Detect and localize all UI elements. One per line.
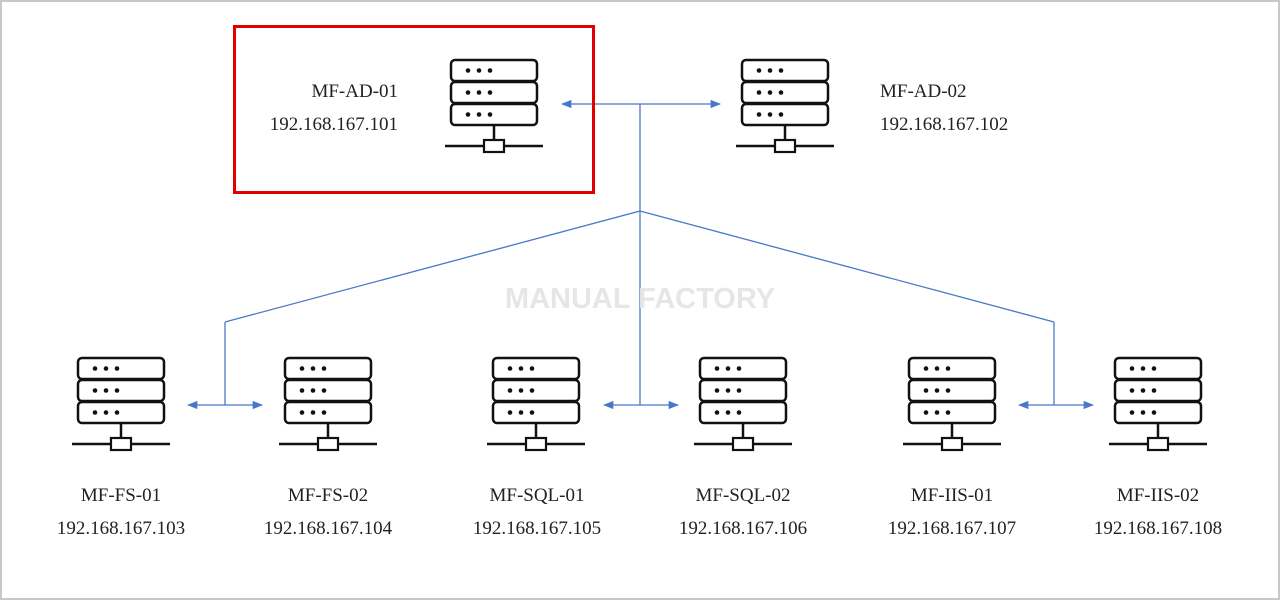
watermark-text: MANUAL FACTORY (504, 283, 776, 315)
server-name-ad02: MF-AD-02 (880, 81, 967, 102)
server-name-iis02: MF-IIS-02 (1116, 485, 1200, 506)
server-ip-fs02: 192.168.167.104 (263, 518, 393, 539)
server-icons (72, 58, 1207, 452)
server-name-fs02: MF-FS-02 (287, 485, 369, 506)
server-icon-ad01 (445, 58, 543, 154)
server-ip-fs01: 192.168.167.103 (56, 518, 186, 539)
server-ip-ad01: 192.168.167.101 (269, 114, 398, 135)
highlight-box (233, 25, 595, 194)
server-icon-fs02 (279, 356, 377, 452)
connector-branch-left (224, 210, 641, 323)
server-name-fs01: MF-FS-01 (80, 485, 162, 506)
server-ip-sql02: 192.168.167.106 (678, 518, 808, 539)
server-icon-iis01 (903, 356, 1001, 452)
connector-lines (186, 99, 1095, 410)
server-name-iis01: MF-IIS-01 (910, 485, 994, 506)
server-icon-sql01 (487, 356, 585, 452)
server-icon-sql02 (694, 356, 792, 452)
server-ip-ad02: 192.168.167.102 (880, 114, 1009, 135)
server-name-sql01: MF-SQL-01 (489, 485, 585, 506)
connector-branch-right (639, 210, 1055, 323)
server-ip-iis02: 192.168.167.108 (1093, 518, 1223, 539)
server-icon-fs01 (72, 356, 170, 452)
server-ip-sql01: 192.168.167.105 (472, 518, 602, 539)
server-icon-iis02 (1109, 356, 1207, 452)
server-ip-iis01: 192.168.167.107 (887, 518, 1017, 539)
server-name-sql02: MF-SQL-02 (695, 485, 791, 506)
server-icon-ad02 (736, 58, 834, 154)
server-name-ad01: MF-AD-01 (311, 81, 398, 102)
